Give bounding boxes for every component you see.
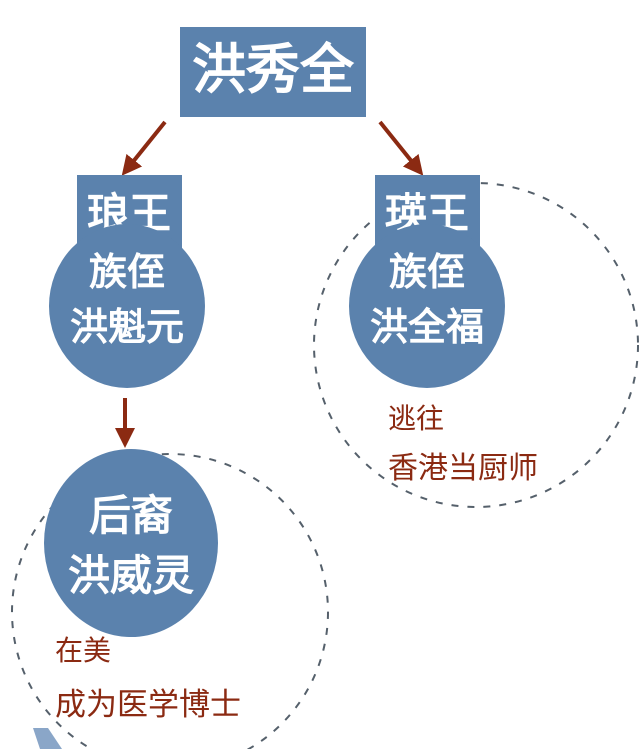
descendant-node [44, 449, 218, 637]
descendant-line1: 后裔 [89, 491, 173, 540]
left-person-line2: 洪魁元 [70, 304, 184, 349]
dashed-region-left [11, 453, 329, 749]
dashed-region-right [313, 182, 639, 508]
descendant-note-line1: 在美 [55, 634, 111, 667]
left-person-node [49, 224, 205, 388]
left-person-line1: 族侄 [89, 249, 165, 294]
descendant-line2: 洪威灵 [68, 551, 194, 600]
right-person-node [349, 224, 505, 388]
corner-decoration [33, 728, 62, 749]
descendant-note-line2: 成为医学博士 [55, 687, 241, 723]
root-node [180, 27, 366, 117]
right-note-line2: 香港当厨师 [388, 451, 538, 486]
arrow-root-to-left [121, 120, 167, 176]
arrow-root-to-right [378, 120, 424, 176]
right-person-line2: 洪全福 [370, 304, 484, 349]
right-person-line1: 族侄 [389, 249, 465, 294]
right-note-line1: 逃往 [388, 402, 444, 435]
root-label: 洪秀全 [192, 37, 355, 101]
